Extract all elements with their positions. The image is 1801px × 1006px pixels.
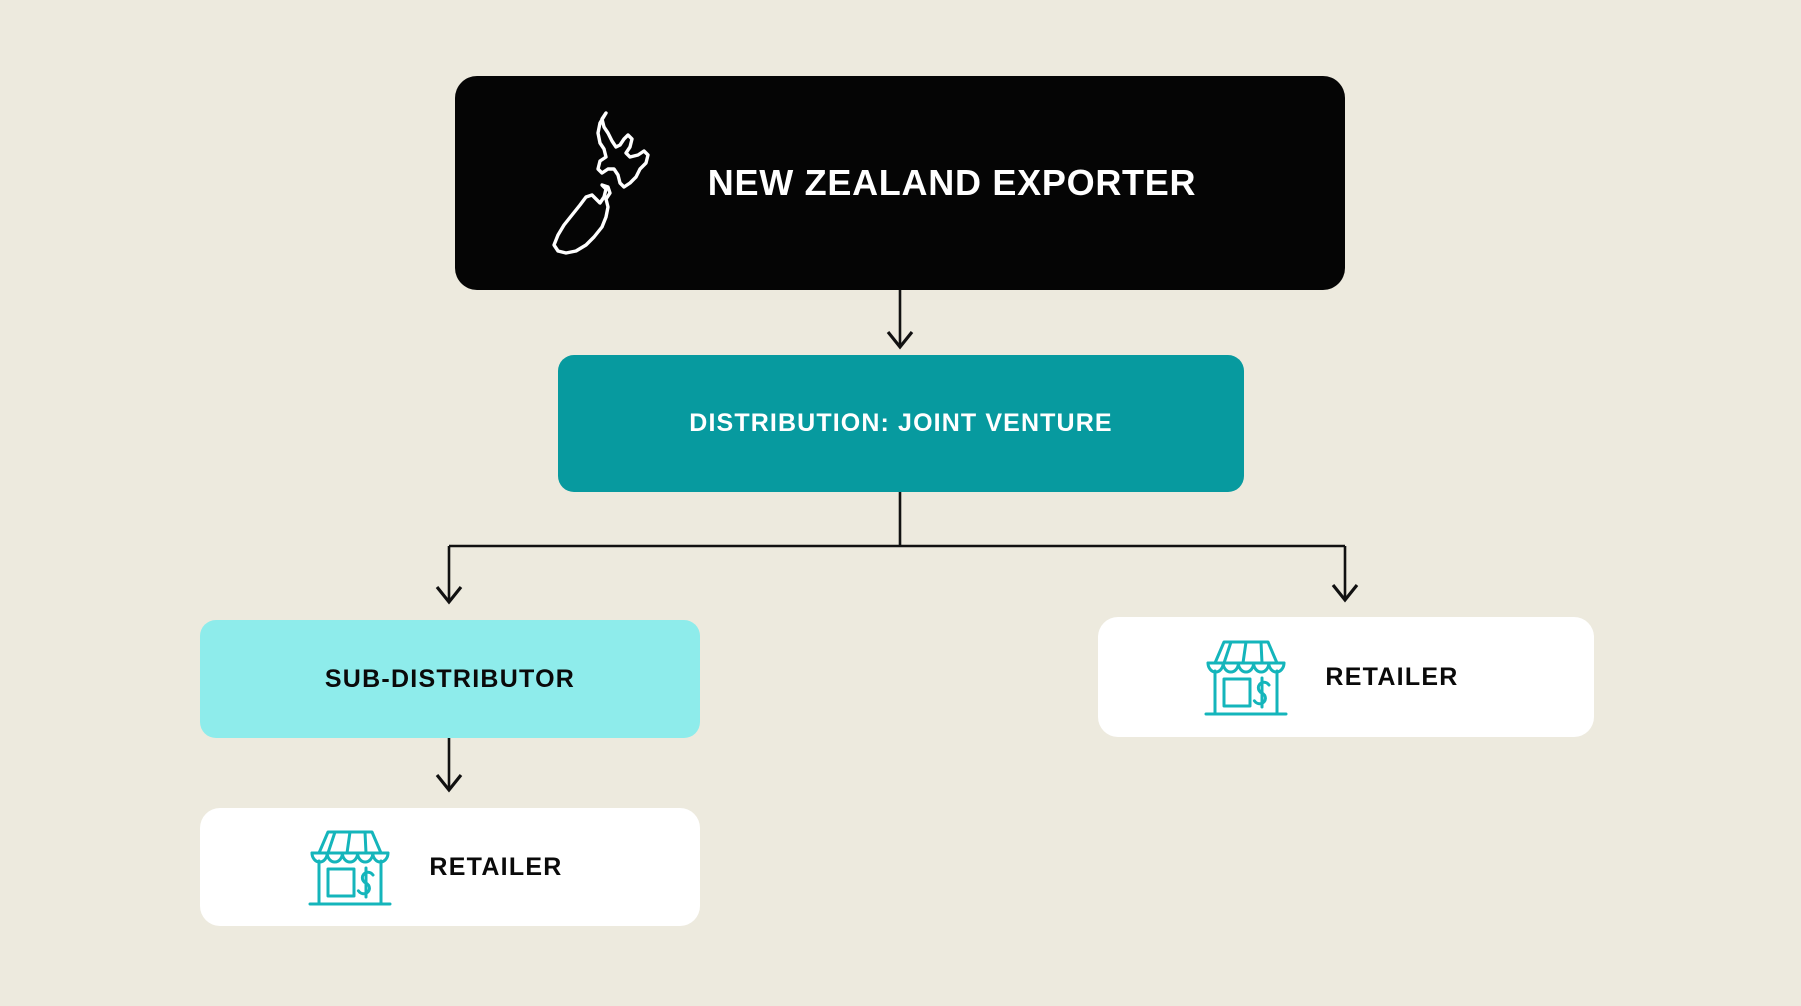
storefront-icon [308, 830, 392, 906]
node-label-sub-distributor: SUB-DISTRIBUTOR [324, 664, 576, 693]
node-retailer-right[interactable]: RETAILER [1098, 617, 1594, 737]
storefront-icon [1204, 640, 1288, 716]
node-label-retailer-right: RETAILER [1325, 662, 1459, 691]
node-new-zealand-exporter[interactable]: NEW ZEALAND EXPORTER [455, 76, 1345, 290]
connector-subdistributor-to-retailer [435, 738, 463, 793]
node-label-retailer-bottom: RETAILER [429, 852, 563, 881]
node-label-distribution: DISTRIBUTION: JOINT VENTURE [689, 409, 1113, 437]
node-distribution-joint-venture[interactable]: DISTRIBUTION: JOINT VENTURE [558, 355, 1244, 492]
node-label-exporter: NEW ZEALAND EXPORTER [707, 162, 1197, 203]
connector-distribution-branch [435, 492, 1359, 605]
node-retailer-bottom[interactable]: RETAILER [200, 808, 700, 926]
new-zealand-map-icon [552, 111, 650, 255]
node-sub-distributor[interactable]: SUB-DISTRIBUTOR [200, 620, 700, 738]
connector-exporter-to-distribution [886, 290, 914, 350]
